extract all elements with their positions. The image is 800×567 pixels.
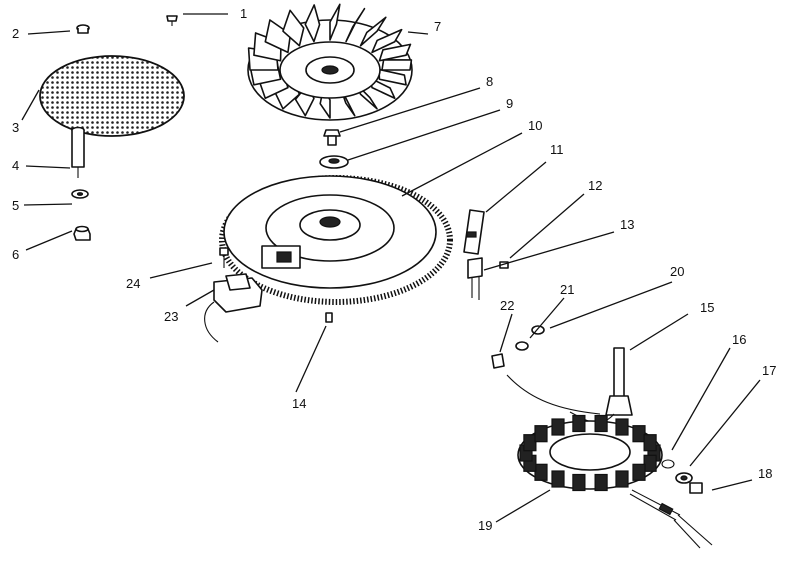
part-7-blower-fan xyxy=(247,3,413,121)
stator-tooth xyxy=(632,425,646,443)
part-13-connector xyxy=(467,257,483,300)
callout-11: 11 xyxy=(550,142,564,157)
part-19-alternator-stator xyxy=(517,414,713,549)
stator-tooth xyxy=(643,454,657,472)
callout-7: 7 xyxy=(434,19,441,34)
part-21-washer xyxy=(515,341,529,351)
part-1-screw xyxy=(166,15,178,26)
stator-tooth xyxy=(632,463,646,481)
callout-24: 24 xyxy=(126,276,140,291)
callout-5: 5 xyxy=(12,198,19,213)
part-5-washer xyxy=(71,189,89,199)
part-11-key xyxy=(463,209,485,255)
callout-8: 8 xyxy=(486,74,493,89)
part-3-grass-screen xyxy=(39,55,185,137)
leader-lines xyxy=(21,13,761,523)
callout-1: 1 xyxy=(240,6,247,21)
stator-tooth xyxy=(551,470,565,488)
callout-13: 13 xyxy=(620,217,634,232)
callout-21: 21 xyxy=(560,282,574,297)
part-10-flywheel xyxy=(219,175,453,305)
stator-tooth xyxy=(643,434,657,452)
callout-22: 22 xyxy=(500,298,514,313)
part-17-spacer xyxy=(675,472,693,484)
part-15-spark-plug-lead xyxy=(506,347,633,424)
callout-19: 19 xyxy=(478,518,492,533)
callout-9: 9 xyxy=(506,96,513,111)
part-24-screw xyxy=(219,247,229,268)
stator-tooth xyxy=(523,434,537,452)
fan-blade xyxy=(378,43,412,62)
callout-4: 4 xyxy=(12,158,19,173)
callout-6: 6 xyxy=(12,247,19,262)
callout-23: 23 xyxy=(164,309,178,324)
stator-tooth xyxy=(615,470,629,488)
fan-blade xyxy=(381,59,413,71)
fan-blade xyxy=(264,19,292,54)
callout-20: 20 xyxy=(670,264,684,279)
stator-tooth xyxy=(594,414,608,433)
callout-15: 15 xyxy=(700,300,714,315)
fan-blade xyxy=(304,4,321,43)
stator-tooth xyxy=(572,473,586,492)
callout-2: 2 xyxy=(12,26,19,41)
fan-blade xyxy=(345,7,366,43)
callout-12: 12 xyxy=(588,178,602,193)
stator-tooth xyxy=(572,414,586,433)
callout-3: 3 xyxy=(12,120,19,135)
part-23-ignition-module xyxy=(204,273,263,343)
stator-tooth xyxy=(534,425,548,443)
part-2-screw xyxy=(76,24,90,34)
callout-17: 17 xyxy=(762,363,776,378)
callout-16: 16 xyxy=(732,332,746,347)
stator-tooth xyxy=(594,473,608,492)
stator-tooth xyxy=(551,418,565,436)
part-22-nut xyxy=(491,353,505,369)
callout-10: 10 xyxy=(528,118,542,133)
stator-tooth xyxy=(615,418,629,436)
callout-14: 14 xyxy=(292,396,306,411)
part-8-bolt xyxy=(323,129,341,146)
callout-18: 18 xyxy=(758,466,772,481)
fan-blade xyxy=(282,9,305,47)
part-4-standoff xyxy=(71,126,85,178)
part-9-washer xyxy=(319,155,349,169)
part-18-screw xyxy=(689,482,703,494)
stator-tooth xyxy=(534,463,548,481)
fan-blade xyxy=(329,3,341,41)
fan-blade xyxy=(371,28,403,54)
part-14-key xyxy=(325,312,333,323)
callout-labels: 1 2 3 4 5 6 7 8 9 10 11 12 13 14 15 16 1… xyxy=(12,6,776,533)
fan-blade xyxy=(359,16,387,47)
part-6-nut xyxy=(73,225,91,241)
part-16-washer xyxy=(661,459,675,469)
